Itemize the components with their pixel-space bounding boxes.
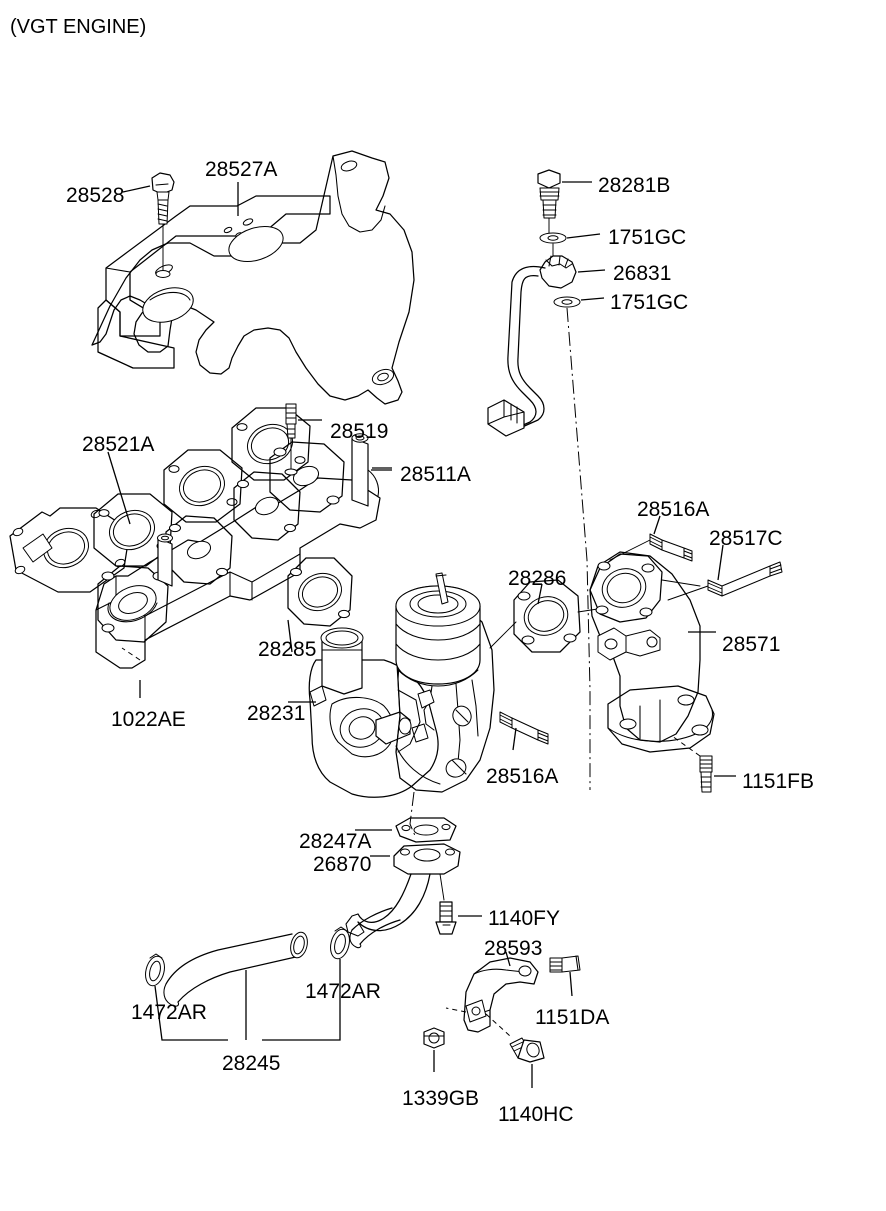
part-bracket-28593 — [445, 951, 539, 1037]
callout-28247A[interactable]: 28247A — [299, 830, 372, 853]
callout-28593[interactable]: 28593 — [484, 937, 543, 960]
part-stud-28519 — [284, 403, 322, 476]
part-heat-protector-28527A — [91, 150, 415, 405]
part-turbo-outlet-gasket-28286 — [489, 579, 605, 653]
part-stud-28516A-lower — [499, 711, 549, 751]
part-turbocharger-28231 — [288, 572, 495, 839]
callout-28511A[interactable]: 28511A — [400, 463, 471, 486]
callout-28286[interactable]: 28286 — [508, 567, 567, 590]
callout-1140FY[interactable]: 1140FY — [488, 907, 560, 930]
callout-1751GC-upper[interactable]: 1751GC — [608, 226, 687, 249]
callout-28527A[interactable]: 28527A — [205, 158, 278, 181]
part-water-hose-28245 — [145, 907, 401, 1041]
part-washer-1751GC-lower — [553, 296, 605, 790]
callout-1472AR-right[interactable]: 1472AR — [305, 980, 381, 1003]
part-oil-drain-pipe-26870 — [345, 843, 461, 937]
part-long-stud-28517C — [667, 544, 783, 601]
part-nut-1339GB — [423, 1027, 445, 1072]
callout-28231[interactable]: 28231 — [247, 702, 306, 725]
part-bolt-28528 — [122, 172, 175, 278]
callout-1140HC[interactable]: 1140HC — [498, 1103, 574, 1126]
page-title: (VGT ENGINE) — [10, 16, 147, 38]
part-stud-1151FB — [671, 735, 736, 793]
part-turbo-inlet-gasket-28285 — [287, 557, 353, 653]
callout-28521A[interactable]: 28521A — [82, 433, 155, 456]
part-oil-drain-gasket-28247A — [355, 817, 457, 843]
callout-1151FB[interactable]: 1151FB — [742, 770, 814, 793]
hose-clamp-left — [145, 953, 228, 1041]
callout-28571[interactable]: 28571 — [722, 633, 781, 656]
part-exhaust-manifold — [95, 433, 392, 669]
callout-28528[interactable]: 28528 — [66, 184, 125, 207]
callout-1022AE[interactable]: 1022AE — [111, 708, 186, 731]
part-oil-feed-pipe-26831 — [487, 255, 606, 437]
callout-28516A-upper[interactable]: 28516A — [637, 498, 710, 521]
callout-1472AR-left[interactable]: 1472AR — [131, 1001, 207, 1024]
callout-1751GC-lower[interactable]: 1751GC — [610, 291, 689, 314]
callout-28285[interactable]: 28285 — [258, 638, 317, 661]
callout-28517C[interactable]: 28517C — [709, 527, 783, 550]
callout-26870[interactable]: 26870 — [313, 853, 372, 876]
callout-28281B[interactable]: 28281B — [598, 174, 671, 197]
callout-26831[interactable]: 26831 — [613, 262, 672, 285]
part-bolt-1140FY — [435, 901, 482, 935]
callout-1339GB[interactable]: 1339GB — [402, 1087, 480, 1110]
part-exhaust-outlet-elbow-28571 — [589, 551, 716, 753]
callout-28516A-lower[interactable]: 28516A — [486, 765, 559, 788]
part-bolt-1140HC — [509, 1037, 545, 1088]
callout-28245[interactable]: 28245 — [222, 1052, 281, 1075]
part-stud-1151DA — [549, 955, 581, 997]
part-washer-1751GC-upper — [539, 232, 601, 259]
callout-1151DA[interactable]: 1151DA — [535, 1006, 610, 1029]
hose-clamp-right — [262, 926, 350, 1041]
part-eye-bolt-28281B — [537, 169, 592, 237]
part-stud-28516A-upper — [609, 515, 693, 562]
callout-28519[interactable]: 28519 — [330, 420, 389, 443]
leader-1022AE-dash — [121, 647, 141, 661]
